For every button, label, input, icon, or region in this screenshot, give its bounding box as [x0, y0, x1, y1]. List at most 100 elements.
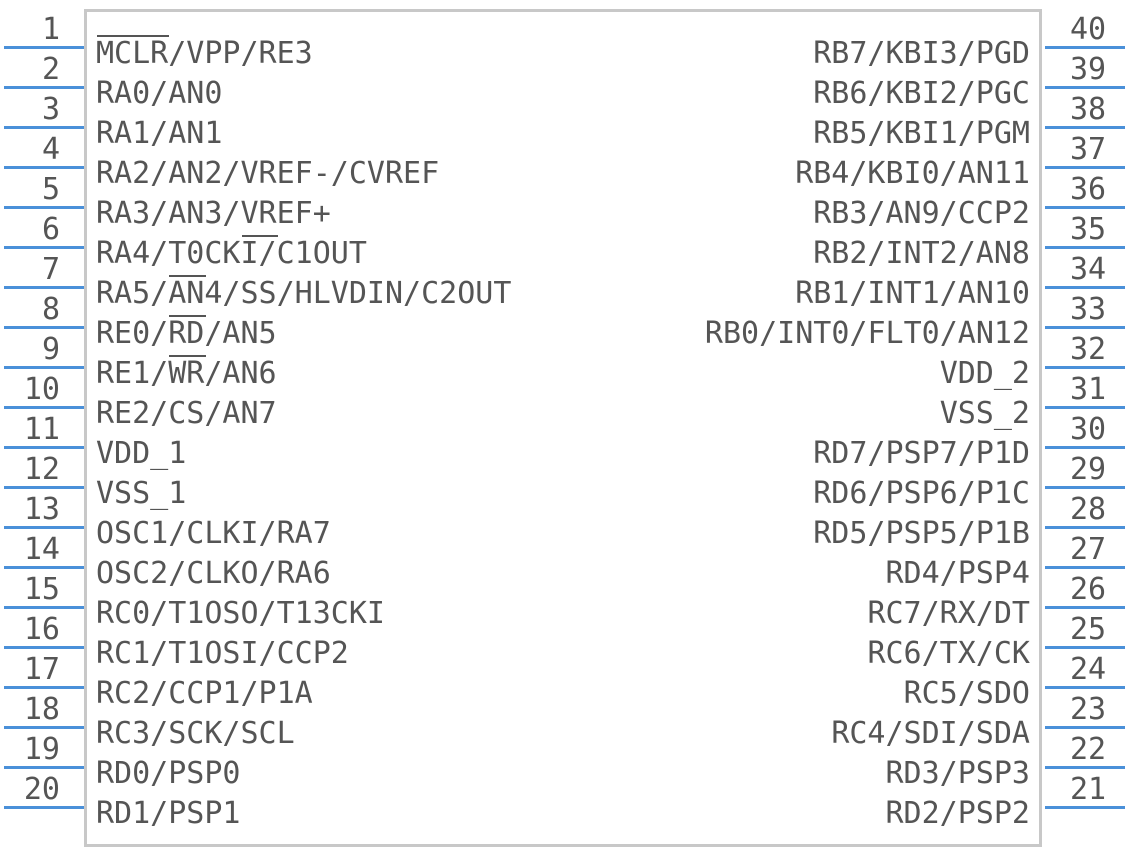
pin-number: 24 — [1070, 652, 1107, 687]
pin-label: RA3/AN3/VREF+ — [96, 196, 331, 231]
pin-number: 26 — [1070, 572, 1107, 607]
pin-line-left — [4, 166, 84, 169]
pin-number: 10 — [23, 372, 60, 407]
pin-line-right — [1045, 526, 1125, 529]
pin-line-left — [4, 766, 84, 769]
pin-number: 8 — [41, 292, 60, 327]
pin-number: 6 — [41, 212, 60, 247]
pin-line-left — [4, 366, 84, 369]
overbar — [97, 35, 170, 37]
pin-label: MCLR/VPP/RE3 — [96, 36, 313, 71]
pin-line-right — [1045, 366, 1125, 369]
pin-line-left — [4, 206, 84, 209]
pin-label: RC1/T1OSI/CCP2 — [96, 636, 349, 671]
pin-line-left — [4, 526, 84, 529]
pin-label: RC4/SDI/SDA — [831, 716, 1030, 751]
pin-label: RB1/INT1/AN10 — [795, 276, 1030, 311]
pin-line-left — [4, 46, 84, 49]
pin-label: RD3/PSP3 — [885, 756, 1031, 791]
pin-line-left — [4, 86, 84, 89]
pin-number: 15 — [23, 572, 60, 607]
pin-line-left — [4, 686, 84, 689]
pin-label: RD5/PSP5/P1B — [813, 516, 1030, 551]
pin-label: RA2/AN2/VREF-/CVREF — [96, 156, 440, 191]
pin-label: RB6/KBI2/PGC — [813, 76, 1030, 111]
ic-body-outline — [84, 9, 1042, 847]
pin-label: RA1/AN1 — [96, 116, 223, 151]
pin-label: RC2/CCP1/P1A — [96, 676, 313, 711]
pin-line-right — [1045, 486, 1125, 489]
pin-number: 11 — [23, 412, 60, 447]
pin-line-right — [1045, 86, 1125, 89]
pin-line-left — [4, 486, 84, 489]
pin-label: OSC2/CLKO/RA6 — [96, 556, 331, 591]
pin-number: 20 — [23, 772, 60, 807]
pin-line-right — [1045, 446, 1125, 449]
pin-label: VSS_1 — [96, 476, 187, 511]
overbar — [169, 275, 206, 277]
pin-line-left — [4, 246, 84, 249]
pin-line-left — [4, 126, 84, 129]
pin-line-right — [1045, 686, 1125, 689]
pin-line-left — [4, 406, 84, 409]
pin-label: RE2/CS/AN7 — [96, 396, 277, 431]
pin-number: 14 — [23, 532, 60, 567]
pin-number: 39 — [1070, 52, 1107, 87]
pin-line-left — [4, 446, 84, 449]
overbar — [241, 235, 278, 237]
pin-number: 37 — [1070, 132, 1107, 167]
pin-number: 29 — [1070, 452, 1107, 487]
pin-number: 16 — [23, 612, 60, 647]
pin-line-right — [1045, 606, 1125, 609]
pin-label: RD7/PSP7/P1D — [813, 436, 1030, 471]
pin-label: RB5/KBI1/PGM — [813, 116, 1030, 151]
pin-label: RD4/PSP4 — [885, 556, 1031, 591]
pin-label: VDD_2 — [939, 356, 1030, 391]
pin-line-left — [4, 806, 84, 809]
pin-line-right — [1045, 286, 1125, 289]
pin-number: 33 — [1070, 292, 1107, 327]
pin-label: RB0/INT0/FLT0/AN12 — [704, 316, 1030, 351]
pin-line-right — [1045, 206, 1125, 209]
pin-number: 35 — [1070, 212, 1107, 247]
pin-number: 1 — [41, 12, 60, 47]
pin-line-right — [1045, 326, 1125, 329]
pin-number: 9 — [41, 332, 60, 367]
pin-number: 30 — [1070, 412, 1107, 447]
pin-line-right — [1045, 646, 1125, 649]
pin-line-left — [4, 646, 84, 649]
pin-number: 27 — [1070, 532, 1107, 567]
pin-number: 25 — [1070, 612, 1107, 647]
pin-line-left — [4, 566, 84, 569]
pin-line-right — [1045, 806, 1125, 809]
pin-number: 2 — [41, 52, 60, 87]
pin-line-right — [1045, 726, 1125, 729]
pin-number: 21 — [1070, 772, 1107, 807]
pin-label: RA5/AN4/SS/HLVDIN/C2OUT — [96, 276, 512, 311]
pin-label: RC7/RX/DT — [867, 596, 1030, 631]
pin-label: RD1/PSP1 — [96, 796, 241, 831]
overbar — [169, 355, 206, 357]
pin-label: RA0/AN0 — [96, 76, 223, 111]
pin-number: 7 — [41, 252, 60, 287]
pin-label: VSS_2 — [939, 396, 1030, 431]
pin-label: RC6/TX/CK — [867, 636, 1030, 671]
pin-number: 4 — [41, 132, 60, 167]
pin-number: 12 — [23, 452, 60, 487]
pin-number: 17 — [23, 652, 60, 687]
pin-label: RB2/INT2/AN8 — [813, 236, 1030, 271]
pin-label: OSC1/CLKI/RA7 — [96, 516, 331, 551]
pin-number: 28 — [1070, 492, 1107, 527]
pin-number: 34 — [1070, 252, 1107, 287]
pin-number: 13 — [23, 492, 60, 527]
pin-number: 36 — [1070, 172, 1107, 207]
pin-line-right — [1045, 246, 1125, 249]
pin-label: RB7/KBI3/PGD — [813, 36, 1030, 71]
pin-line-right — [1045, 566, 1125, 569]
pin-line-right — [1045, 766, 1125, 769]
pin-number: 18 — [23, 692, 60, 727]
pin-label: RD0/PSP0 — [96, 756, 241, 791]
pin-label: RB4/KBI0/AN11 — [795, 156, 1030, 191]
pin-line-right — [1045, 126, 1125, 129]
